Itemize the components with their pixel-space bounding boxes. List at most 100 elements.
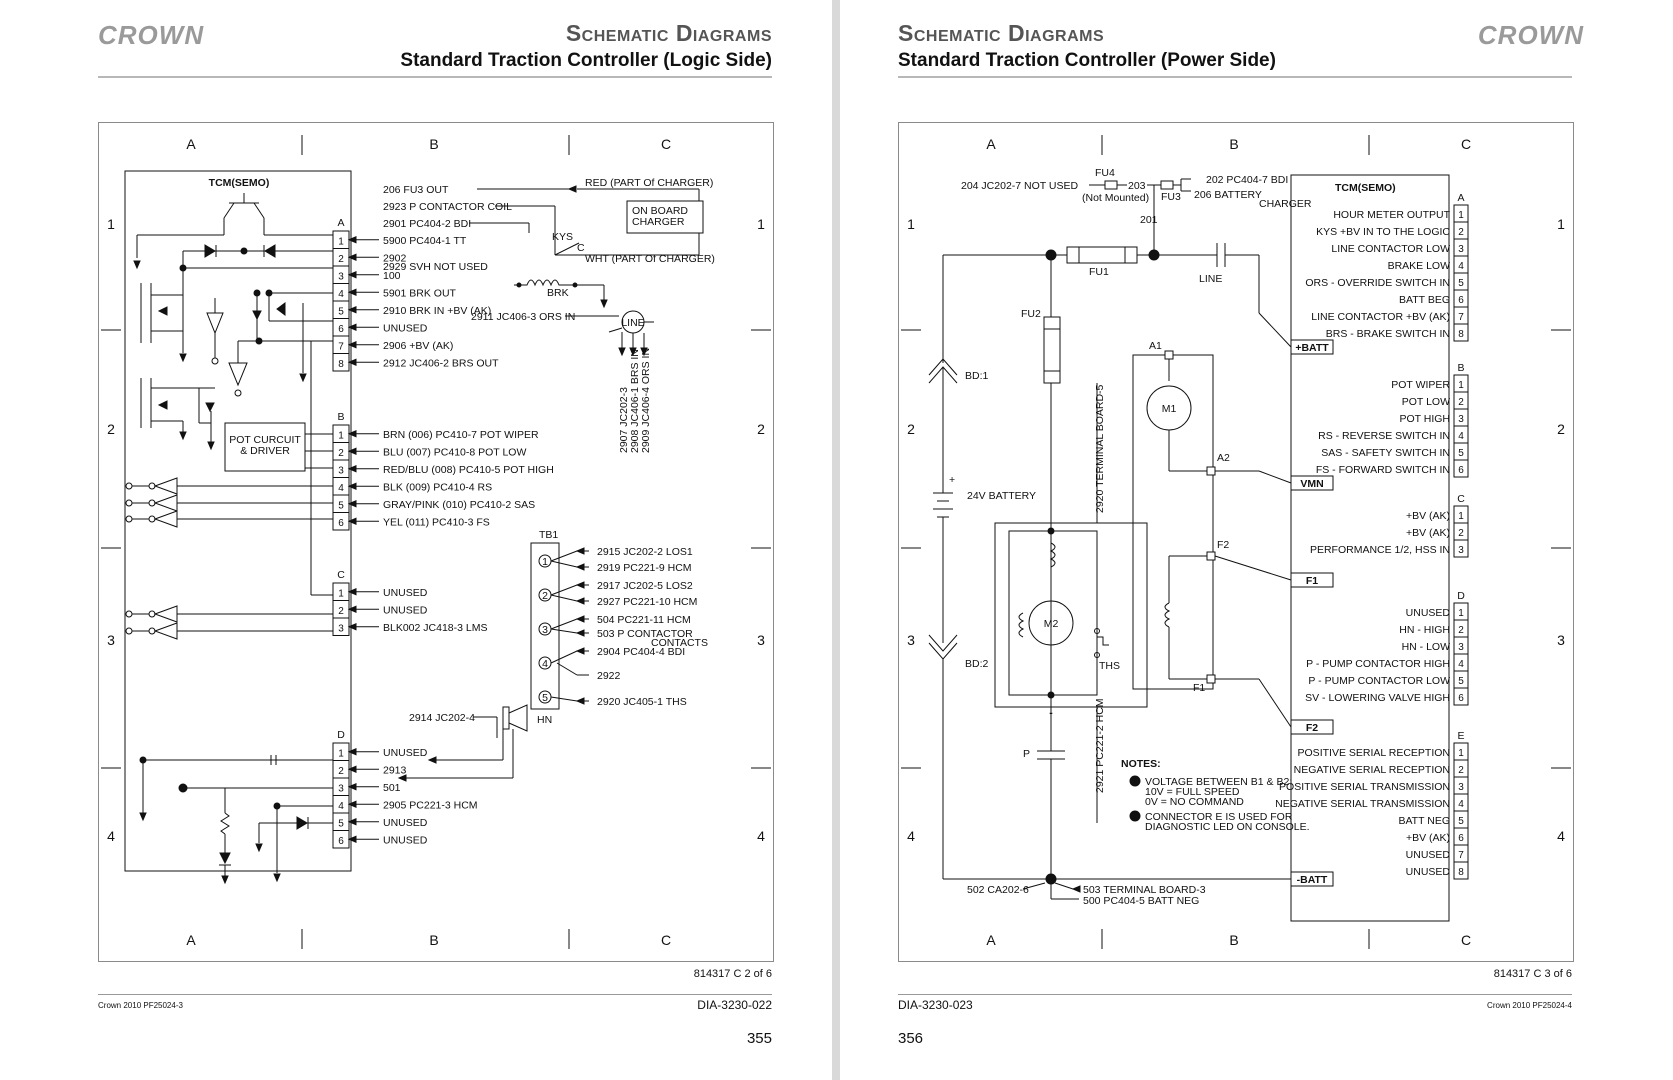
arrow-head	[347, 782, 357, 791]
arrow-head	[618, 347, 626, 357]
ors-label: 2911 JC406-3 ORS IN	[471, 311, 575, 323]
wire	[608, 327, 623, 333]
pin-number: 5	[1458, 676, 1464, 687]
diode	[204, 244, 216, 258]
arrow-head	[427, 756, 437, 764]
field-coil	[1164, 602, 1171, 628]
wire-label: UNUSED	[383, 817, 428, 829]
tb1-wire-label: 2922	[597, 670, 621, 682]
pin-number: 3	[338, 466, 344, 477]
pin-number: 4	[1458, 799, 1464, 810]
arrow-head	[347, 305, 357, 314]
pump-motor-box	[994, 522, 1148, 708]
kys-label: KYS	[552, 231, 573, 243]
page-subtitle: Standard Traction Controller (Power Side…	[898, 50, 1276, 71]
pin-number: 3	[338, 784, 344, 795]
zone-row-left: 3	[907, 632, 915, 648]
pin-number: 5	[1458, 816, 1464, 827]
zone-col-bottom: B	[429, 932, 438, 948]
zone-row-left: 1	[907, 216, 915, 232]
connector-letter: C	[337, 569, 345, 581]
tb1-wire-label: 2915 JC202-2 LOS1	[597, 546, 693, 558]
series-field	[1049, 542, 1056, 568]
pin-number: 8	[1458, 329, 1464, 340]
signal-label: +BV (AK)	[1406, 510, 1450, 522]
footer-copyright: Crown 2010 PF25024-4	[1487, 1001, 1572, 1010]
arrow-head	[575, 629, 585, 637]
m1-label: M1	[1162, 403, 1177, 415]
input-terminal	[125, 515, 133, 523]
doc-id: DIA-3230-023	[898, 998, 973, 1012]
bd1-label: BD:1	[965, 370, 989, 382]
junction-dot	[1047, 527, 1055, 535]
battery-label: 24V BATTERY	[967, 490, 1036, 502]
tb1-wire-label: 2904 PC404-4 BDI	[597, 646, 685, 658]
pin-number: 1	[338, 431, 344, 442]
drawing-ref: 814317 C 2 of 6	[693, 968, 772, 980]
tb1-wire-label: 2920 JC405-1 THS	[597, 696, 687, 708]
pin-number: 3	[338, 624, 344, 635]
note-line: VOLTAGE BETWEEN B1 & B2:	[1145, 776, 1292, 788]
tb1-terminal-number: 4	[542, 658, 548, 670]
kys-switch	[554, 242, 580, 256]
signal-label: POT LOW	[1402, 396, 1450, 408]
battery-plus: +	[949, 474, 955, 486]
wire-label: 2905 PC221-3 HCM	[383, 799, 478, 811]
a2-terminal	[1206, 466, 1216, 476]
page-gutter	[832, 0, 840, 1080]
pin-number: 2	[1458, 765, 1464, 776]
wire-label: 2913	[383, 764, 407, 776]
wire-label: 2910 BRK IN +BV (AK)	[383, 305, 491, 317]
tb1-terminal-number: 5	[542, 692, 548, 704]
page-number: 355	[746, 1030, 772, 1047]
f1-terminal	[1206, 674, 1216, 684]
arrow-head	[347, 517, 357, 526]
module-label: TCM(SEMO)	[1335, 182, 1396, 194]
note-line: 0V = NO COMMAND	[1145, 796, 1244, 808]
zone-col-bottom: B	[1229, 932, 1238, 948]
pin-number: 3	[338, 272, 344, 283]
zone-row-right: 3	[757, 632, 765, 648]
pin-number: 4	[338, 801, 344, 812]
module-label: TCM(SEMO)	[209, 177, 270, 189]
connector-pin-box	[1453, 861, 1469, 880]
vertical-wire-label: 2909 JC406-4 ORS IN	[640, 348, 652, 453]
signal-label: LINE CONTACTOR LOW	[1331, 243, 1450, 255]
tb1-wire	[550, 594, 578, 602]
signal-label: UNUSED	[1406, 849, 1451, 861]
zone-col-top: A	[986, 136, 996, 152]
drawing-ref: 814317 C 3 of 6	[1493, 968, 1572, 980]
arrow-head	[347, 800, 357, 809]
pin-number: 1	[1458, 210, 1464, 221]
doc-id: DIA-3230-022	[697, 998, 772, 1012]
buffer-triangle	[206, 312, 224, 335]
connector-letter: A	[1457, 192, 1464, 204]
pin-number: 6	[1458, 465, 1464, 476]
charger-label: ON BOARD	[632, 205, 688, 217]
pin-number: 8	[1458, 867, 1464, 878]
wire-label: 206 FU3 OUT	[383, 184, 449, 196]
pin-number: 2	[338, 448, 344, 459]
notes-title: NOTES:	[1121, 758, 1161, 770]
pin-number: 2	[338, 606, 344, 617]
note-line: 10V = FULL SPEED	[1145, 786, 1240, 798]
wire-label: 5901 BRK OUT	[383, 287, 457, 299]
brk-label: BRK	[547, 287, 569, 299]
note-line: CONNECTOR E IS USED FOR	[1145, 811, 1293, 823]
zone-col-top: A	[186, 136, 196, 152]
arrow-head	[575, 547, 585, 555]
wire-label: BLU (007) PC410-8 POT LOW	[383, 446, 526, 458]
pin-number: 5	[338, 307, 344, 318]
pin-number: 7	[1458, 850, 1464, 861]
arrow-head	[347, 253, 357, 262]
left-page: CROWN Schematic Diagrams Standard Tracti…	[0, 0, 832, 1080]
arrow-head	[273, 873, 281, 883]
arrow-head	[347, 429, 357, 438]
zener-diode	[219, 852, 231, 865]
wire-label: BLK002 JC418-3 LMS	[383, 622, 487, 634]
zone-row-left: 4	[907, 828, 915, 844]
f2-label: F2	[1217, 539, 1229, 551]
bottom-wire-label: 503 TERMINAL BOARD-3	[1083, 884, 1206, 896]
pin-number: 6	[1458, 295, 1464, 306]
signal-label: POT WIPER	[1391, 379, 1450, 391]
